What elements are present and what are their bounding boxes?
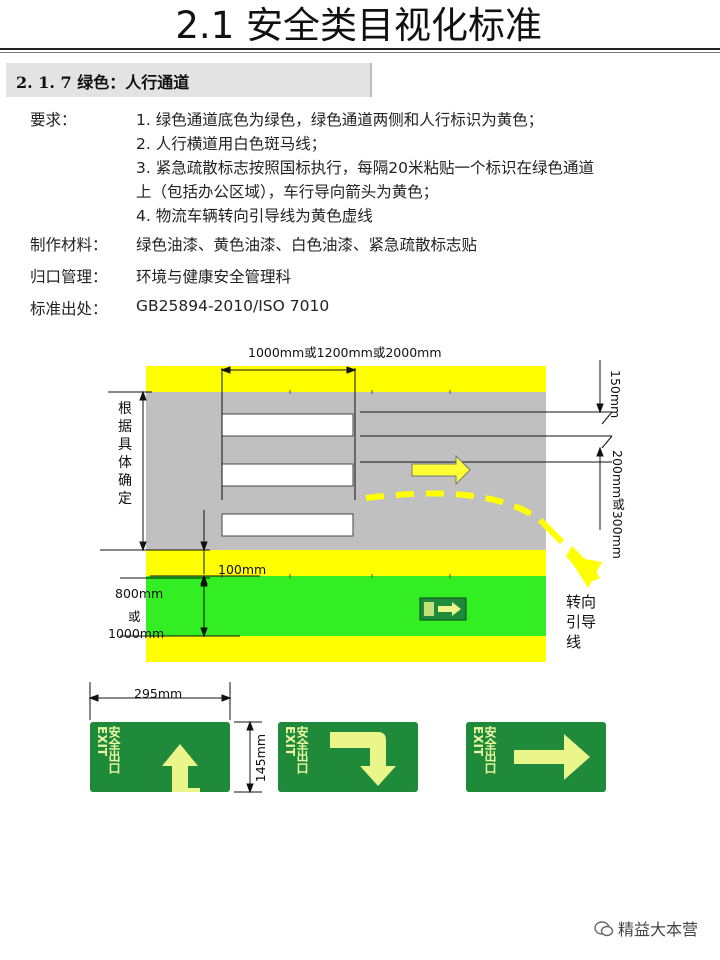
vehicle-direction-arrow — [411, 454, 471, 486]
turning-guide-char: 转 — [566, 593, 582, 611]
watermark-text: 精益大本营 — [617, 920, 698, 939]
standard-value: GB25894-2010/ISO 7010 — [136, 297, 330, 315]
turning-guide-char: 导 — [581, 613, 597, 631]
requirement-line: 上（包括办公区域），车行导向箭头为黄色； — [136, 183, 439, 201]
right-dimensions — [360, 360, 613, 530]
width-label: 1000mm或1200mm或2000mm — [248, 345, 442, 360]
walkway-width-label-top: 800mm — [115, 586, 164, 601]
arrow-down-right-icon — [330, 732, 396, 786]
materials-value: 绿色油漆、黄色油漆、白色油漆、紧急疏散标志贴 — [136, 236, 478, 254]
walkway-width-label-bot: 1000mm — [108, 626, 165, 641]
lane-height-char: 具 — [118, 437, 132, 453]
arrow-up-right-icon — [162, 744, 200, 792]
yellow-edge-strip-bottom — [146, 636, 546, 662]
zebra-bar — [221, 513, 354, 537]
materials-label: 制作材料： — [30, 236, 108, 254]
exit-sign-text: 安全出口 EXIT — [95, 726, 121, 774]
lane-height-char: 根 — [118, 401, 132, 417]
arrow-right-icon — [514, 734, 590, 780]
walkway-diagram-drawing — [100, 360, 613, 662]
sign-width-label: 295mm — [134, 686, 183, 701]
exit-sign-right: 安全出口 EXIT — [466, 722, 606, 792]
walkway-width-label-mid: 或 — [128, 609, 141, 624]
turning-guide-label: 转向 引导 线 — [566, 592, 626, 652]
management-value: 环境与健康安全管理科 — [136, 268, 292, 286]
title-rule-thin — [0, 52, 720, 53]
section-heading-bar: 2. 1. 7 绿色：人行通道 — [6, 63, 372, 97]
lane-height-char: 定 — [118, 491, 132, 507]
management-label: 归口管理： — [30, 268, 108, 286]
edge-strip-width-label: 150mm — [608, 370, 623, 419]
exit-sign-text: 安全出口 EXIT — [471, 726, 497, 774]
wechat-icon — [594, 921, 614, 937]
zebra-bar — [221, 463, 354, 487]
yellow-edge-strip-middle — [146, 550, 546, 576]
watermark: 精益大本营 — [594, 916, 698, 940]
turning-guide-line-end — [537, 517, 565, 545]
walkway-exit-arrow-icon — [438, 602, 461, 616]
sign-dimensions — [88, 682, 262, 794]
lane-height-char: 体 — [118, 455, 132, 471]
title-rule — [0, 48, 720, 50]
turning-guide-char: 引 — [566, 613, 582, 631]
walkway-height-dimension — [120, 576, 240, 638]
lane-height-char: 据 — [118, 419, 132, 435]
page-title: 2.1 安全类目视化标准 — [175, 4, 542, 47]
walkway-diagram: 1000mm或1200mm或2000mm 根 据 具 体 确 定 100mm 8… — [0, 330, 720, 680]
exit-sign-down-right: 安全出口 EXIT — [278, 722, 418, 792]
exit-sign-up-right: 安全出口 EXIT — [90, 722, 230, 792]
requirements-list: 1. 绿色通道底色为绿色，绿色通道两侧和人行标识为黄色； 2. 人行横道用白色斑… — [136, 108, 594, 228]
turning-guide-line — [365, 490, 542, 523]
section-heading: 2. 1. 7 绿色：人行通道 — [16, 73, 190, 92]
zebra-bar — [221, 413, 354, 437]
lane-height-label: 根 据 具 体 确 定 — [118, 400, 132, 508]
standard-label: 标准出处： — [30, 300, 108, 318]
requirement-line: 3. 紧急疏散标志按照国标执行，每隔20米粘贴一个标识在绿色通道 — [136, 159, 594, 177]
requirements-label: 要求： — [30, 111, 77, 129]
sign-height-label: 145mm — [253, 734, 268, 783]
width-dimension — [220, 366, 357, 500]
exit-sign-text: 安全出口 EXIT — [283, 726, 309, 774]
lane-height-dimension — [100, 390, 210, 552]
walkway-exit-text-mark — [424, 602, 434, 616]
exit-sign-samples: 295mm 145mm 安全出口 EXIT 安全出口 EXIT 安全出口 EXI… — [0, 676, 720, 826]
gap-label: 100mm — [218, 562, 267, 577]
zebra-spacing-label: 200mm或300mm — [610, 450, 625, 559]
requirement-line: 2. 人行横道用白色斑马线； — [136, 135, 327, 153]
turning-guide-arrow-tip — [568, 556, 602, 588]
lane-height-char: 确 — [118, 473, 132, 489]
requirement-line: 4. 物流车辆转向引导线为黄色虚线 — [136, 207, 373, 225]
requirement-line: 1. 绿色通道底色为绿色，绿色通道两侧和人行标识为黄色； — [136, 111, 544, 129]
turning-guide-char: 线 — [566, 633, 582, 651]
turning-guide-char: 向 — [581, 593, 597, 611]
zebra-crossing — [221, 413, 354, 537]
green-walkway — [146, 576, 546, 636]
